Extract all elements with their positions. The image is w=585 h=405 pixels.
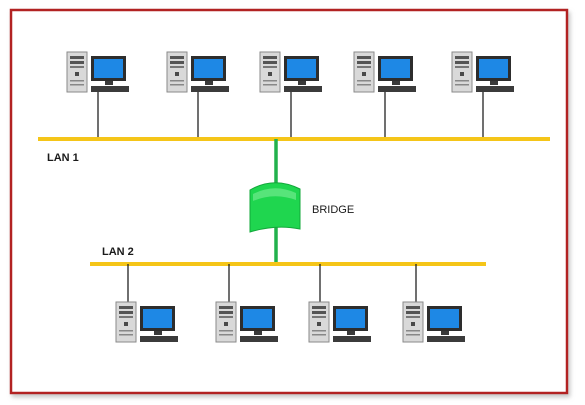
lan1-drop-wires [97, 92, 484, 139]
lan2-label: LAN 2 [102, 246, 134, 258]
desktop-computer-icon [166, 51, 230, 93]
desktop-computer-icon [215, 301, 279, 343]
desktop-computer-icon [308, 301, 372, 343]
lan2-drop-wires [127, 264, 417, 303]
desktop-computer-icon [402, 301, 466, 343]
bridge-device-highlight [253, 188, 296, 201]
desktop-computer-icon [451, 51, 515, 93]
desktop-computer-icon [66, 51, 130, 93]
desktop-computer-icon [259, 51, 323, 93]
desktop-computer-icon [353, 51, 417, 93]
lan1-label: LAN 1 [47, 152, 79, 164]
desktop-computer-icon [115, 301, 179, 343]
bridge-label: BRIDGE [312, 204, 354, 216]
